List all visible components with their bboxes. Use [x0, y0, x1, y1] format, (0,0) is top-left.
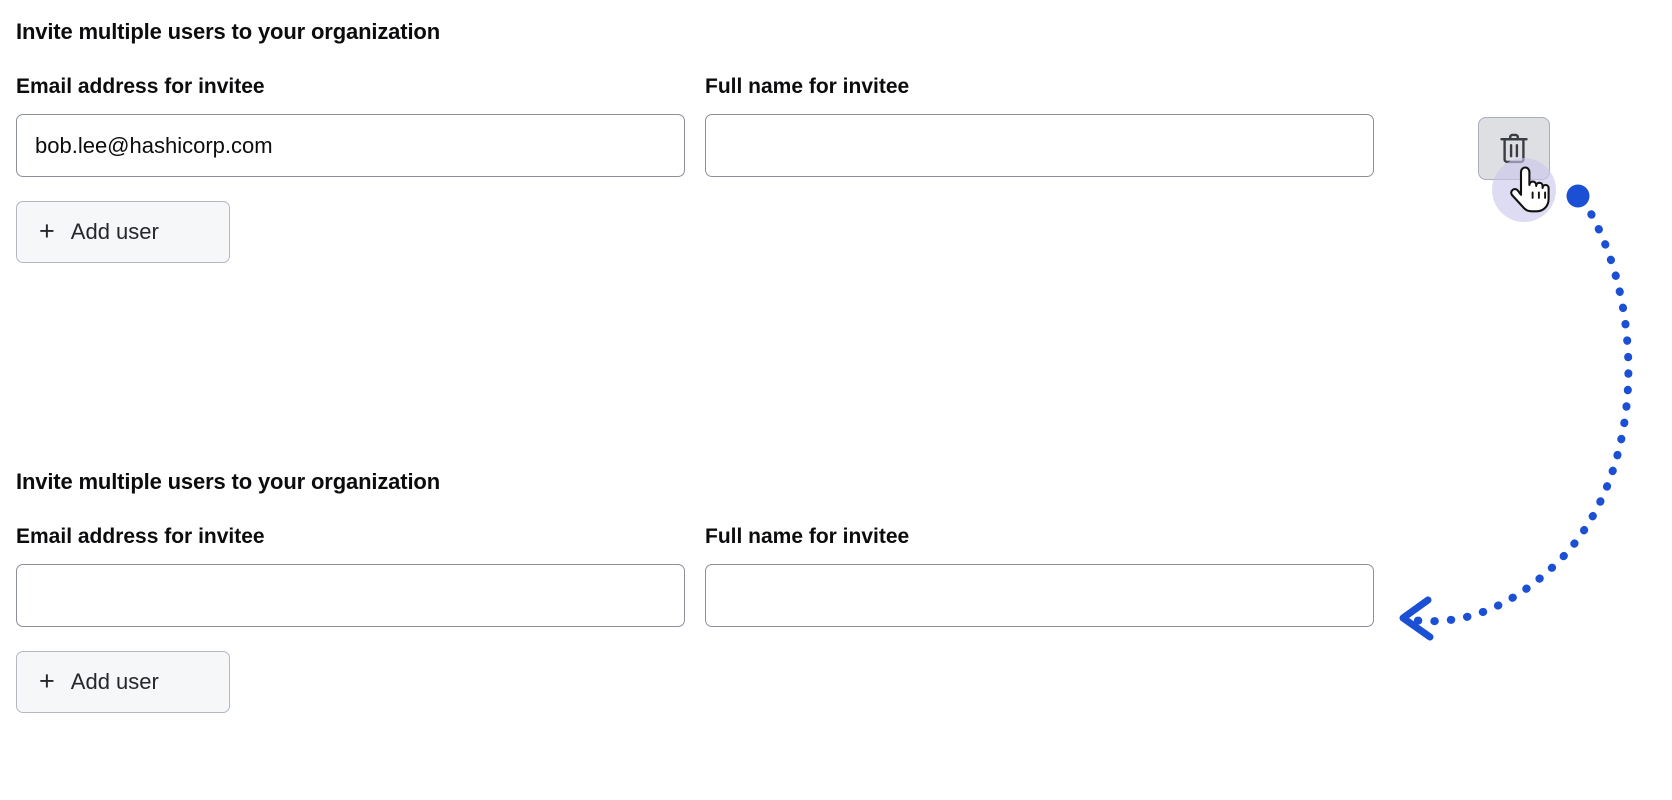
plus-icon: + [39, 665, 55, 696]
add-user-button-label: Add user [70, 669, 159, 694]
page-title: Invite multiple users to your organizati… [16, 19, 440, 44]
add-user-button[interactable]: + Add user [16, 651, 230, 713]
fullname-field-group: Full name for invitee [705, 524, 1374, 627]
page-title: Invite multiple users to your organizati… [16, 469, 440, 494]
fullname-input[interactable] [705, 114, 1374, 177]
arrowhead-icon [1399, 596, 1434, 641]
dotted-arrow-path [1408, 196, 1633, 626]
add-user-button[interactable]: + Add user [16, 201, 230, 263]
email-field-group: Email address for invitee [16, 524, 685, 627]
pointing-hand-cursor-icon [1510, 166, 1550, 213]
email-field-group: Email address for invitee [16, 74, 685, 177]
email-field-label: Email address for invitee [16, 525, 265, 548]
invitee-row-2: Email address for invitee Full name for … [16, 524, 1374, 627]
fullname-input[interactable] [705, 564, 1374, 627]
email-field-label: Email address for invitee [16, 75, 265, 98]
click-origin-dot [1566, 184, 1590, 208]
email-input[interactable] [16, 564, 685, 627]
fullname-field-group: Full name for invitee [705, 74, 1374, 177]
fullname-field-label: Full name for invitee [705, 75, 910, 98]
fullname-field-label: Full name for invitee [705, 525, 910, 548]
invite-section-1: Invite multiple users to your organizati… [16, 18, 1550, 263]
email-input[interactable] [16, 114, 685, 177]
invite-section-2: Invite multiple users to your organizati… [16, 468, 1374, 713]
invitee-row-1: Email address for invitee Full name for … [16, 74, 1550, 180]
add-user-button-label: Add user [70, 219, 159, 244]
plus-icon: + [39, 215, 55, 246]
